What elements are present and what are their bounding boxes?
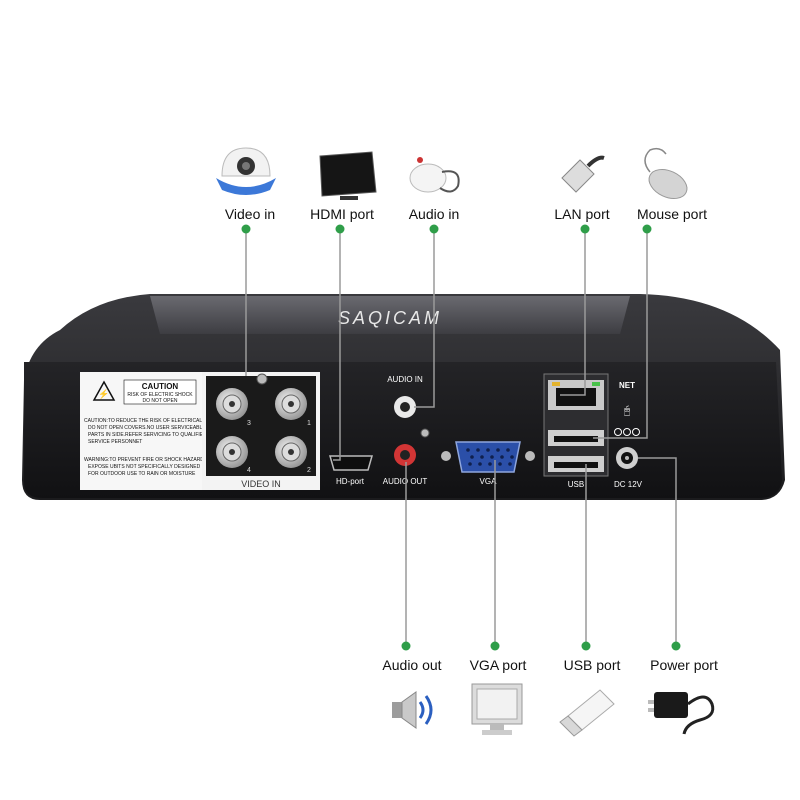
dot-lan [580, 224, 590, 234]
dot-mouse [642, 224, 652, 234]
warning-line-6: EXPOSE UBITS NOT SPECIFICALLY DESIGNED [88, 464, 201, 470]
warning-line-2: DO NOT OPEN COVERS.NO USER SERVICEABLE [88, 425, 206, 431]
video-in-label: VIDEO IN [241, 479, 281, 489]
warning-line-3: PARTS IN SIDE.REFER SERVICING TO QUALIFI… [88, 432, 207, 438]
dot-video-in [241, 224, 251, 234]
screw-icon [256, 373, 268, 385]
audio-out-panel-label: AUDIO OUT [383, 477, 428, 486]
bnc-connector-4[interactable] [216, 436, 248, 468]
speaker-icon [392, 691, 433, 729]
top-window [150, 296, 630, 334]
monitor-icon [319, 151, 377, 200]
svg-text:⚡: ⚡ [98, 388, 109, 400]
bnc-connector-2[interactable] [275, 436, 307, 468]
usb-port-mouse[interactable] [548, 430, 604, 446]
caution-label: ⚡ CAUTION RISK OF ELECTRIC SHOCK DO NOT … [80, 372, 225, 490]
callout-video-in: Video in [224, 206, 276, 222]
bnc-connector-3[interactable] [216, 388, 248, 420]
bnc-connector-1[interactable] [275, 388, 307, 420]
dot-usb [581, 641, 591, 651]
leader-line-power [638, 457, 677, 646]
leader-dots [241, 224, 681, 651]
vga-monitor-icon [471, 683, 523, 735]
dc-power-jack[interactable] [616, 447, 638, 469]
ethernet-cable-icon [561, 155, 605, 193]
caution-title: CAUTION [142, 382, 179, 391]
channel-3-label: 3 [247, 420, 251, 427]
warning-line-1: CAUTION:TO REDUCE THE RISK OF ELECTRICAL… [84, 418, 223, 424]
callout-lan-port: LAN port [554, 206, 610, 222]
hd-port-label: HD-port [336, 477, 365, 486]
usb-port-storage[interactable] [548, 456, 604, 472]
caution-sub1: RISK OF ELECTRIC SHOCK [127, 392, 193, 398]
dc-panel-label: DC 12V [614, 480, 643, 489]
leader-line-mouse [593, 229, 648, 439]
audio-in-panel-label: AUDIO IN [387, 375, 423, 384]
polarity-symbol-icon [614, 428, 640, 436]
screw-icon [420, 428, 430, 438]
dot-hdmi [335, 224, 345, 234]
callout-mouse-port: Mouse port [636, 206, 708, 222]
mouse-icon [644, 147, 688, 200]
usb-panel-label: USB [568, 480, 584, 489]
mouse-symbol-icon: 🖰 [624, 404, 631, 417]
caution-sub2: DO NOT OPEN [143, 398, 178, 404]
channel-2-label: 2 [307, 467, 311, 474]
channel-4-label: 4 [247, 467, 251, 474]
leader-line-hdmi [333, 229, 341, 461]
dot-vga [490, 641, 500, 651]
net-panel-label: NET [619, 381, 635, 390]
leader-line-audio-in [414, 229, 435, 408]
callout-audio-in: Audio in [408, 206, 460, 222]
dot-power [671, 641, 681, 651]
vga-panel-label: VGA [480, 477, 498, 486]
channel-1-label: 1 [307, 420, 311, 427]
audio-out-jack[interactable] [394, 444, 416, 466]
vga-port[interactable] [441, 441, 535, 473]
audio-in-jack[interactable] [394, 396, 416, 418]
warning-line-4: SERVICE PERSONNET [88, 439, 142, 445]
warning-triangle-icon [92, 380, 116, 401]
warning-line-5: WARNING:TO PREVENT FIRE OR SHOCK HAZARD,… [84, 457, 225, 463]
callout-hdmi-port: HDMI port [310, 206, 374, 222]
usb-drive-icon [559, 689, 615, 737]
callout-power-port: Power port [650, 657, 718, 673]
dot-audio-in [429, 224, 439, 234]
dot-audio-out [401, 641, 411, 651]
leader-lines [245, 229, 677, 646]
video-in-plate: VIDEO IN 3 1 4 2 [202, 372, 320, 490]
brand-logo: SAQICAM [338, 308, 442, 328]
dome-camera-icon [216, 147, 276, 195]
hdmi-port[interactable] [329, 455, 373, 471]
power-adapter-icon [648, 692, 715, 735]
callout-usb-port: USB port [563, 657, 621, 673]
warning-line-7: FOR OUTDOOR USE TO RAIN OR MOISTURE [88, 471, 196, 477]
microphone-icon [409, 157, 460, 193]
callout-audio-out: Audio out [382, 657, 442, 673]
callout-vga-port: VGA port [469, 657, 527, 673]
leader-line-lan [560, 229, 586, 396]
